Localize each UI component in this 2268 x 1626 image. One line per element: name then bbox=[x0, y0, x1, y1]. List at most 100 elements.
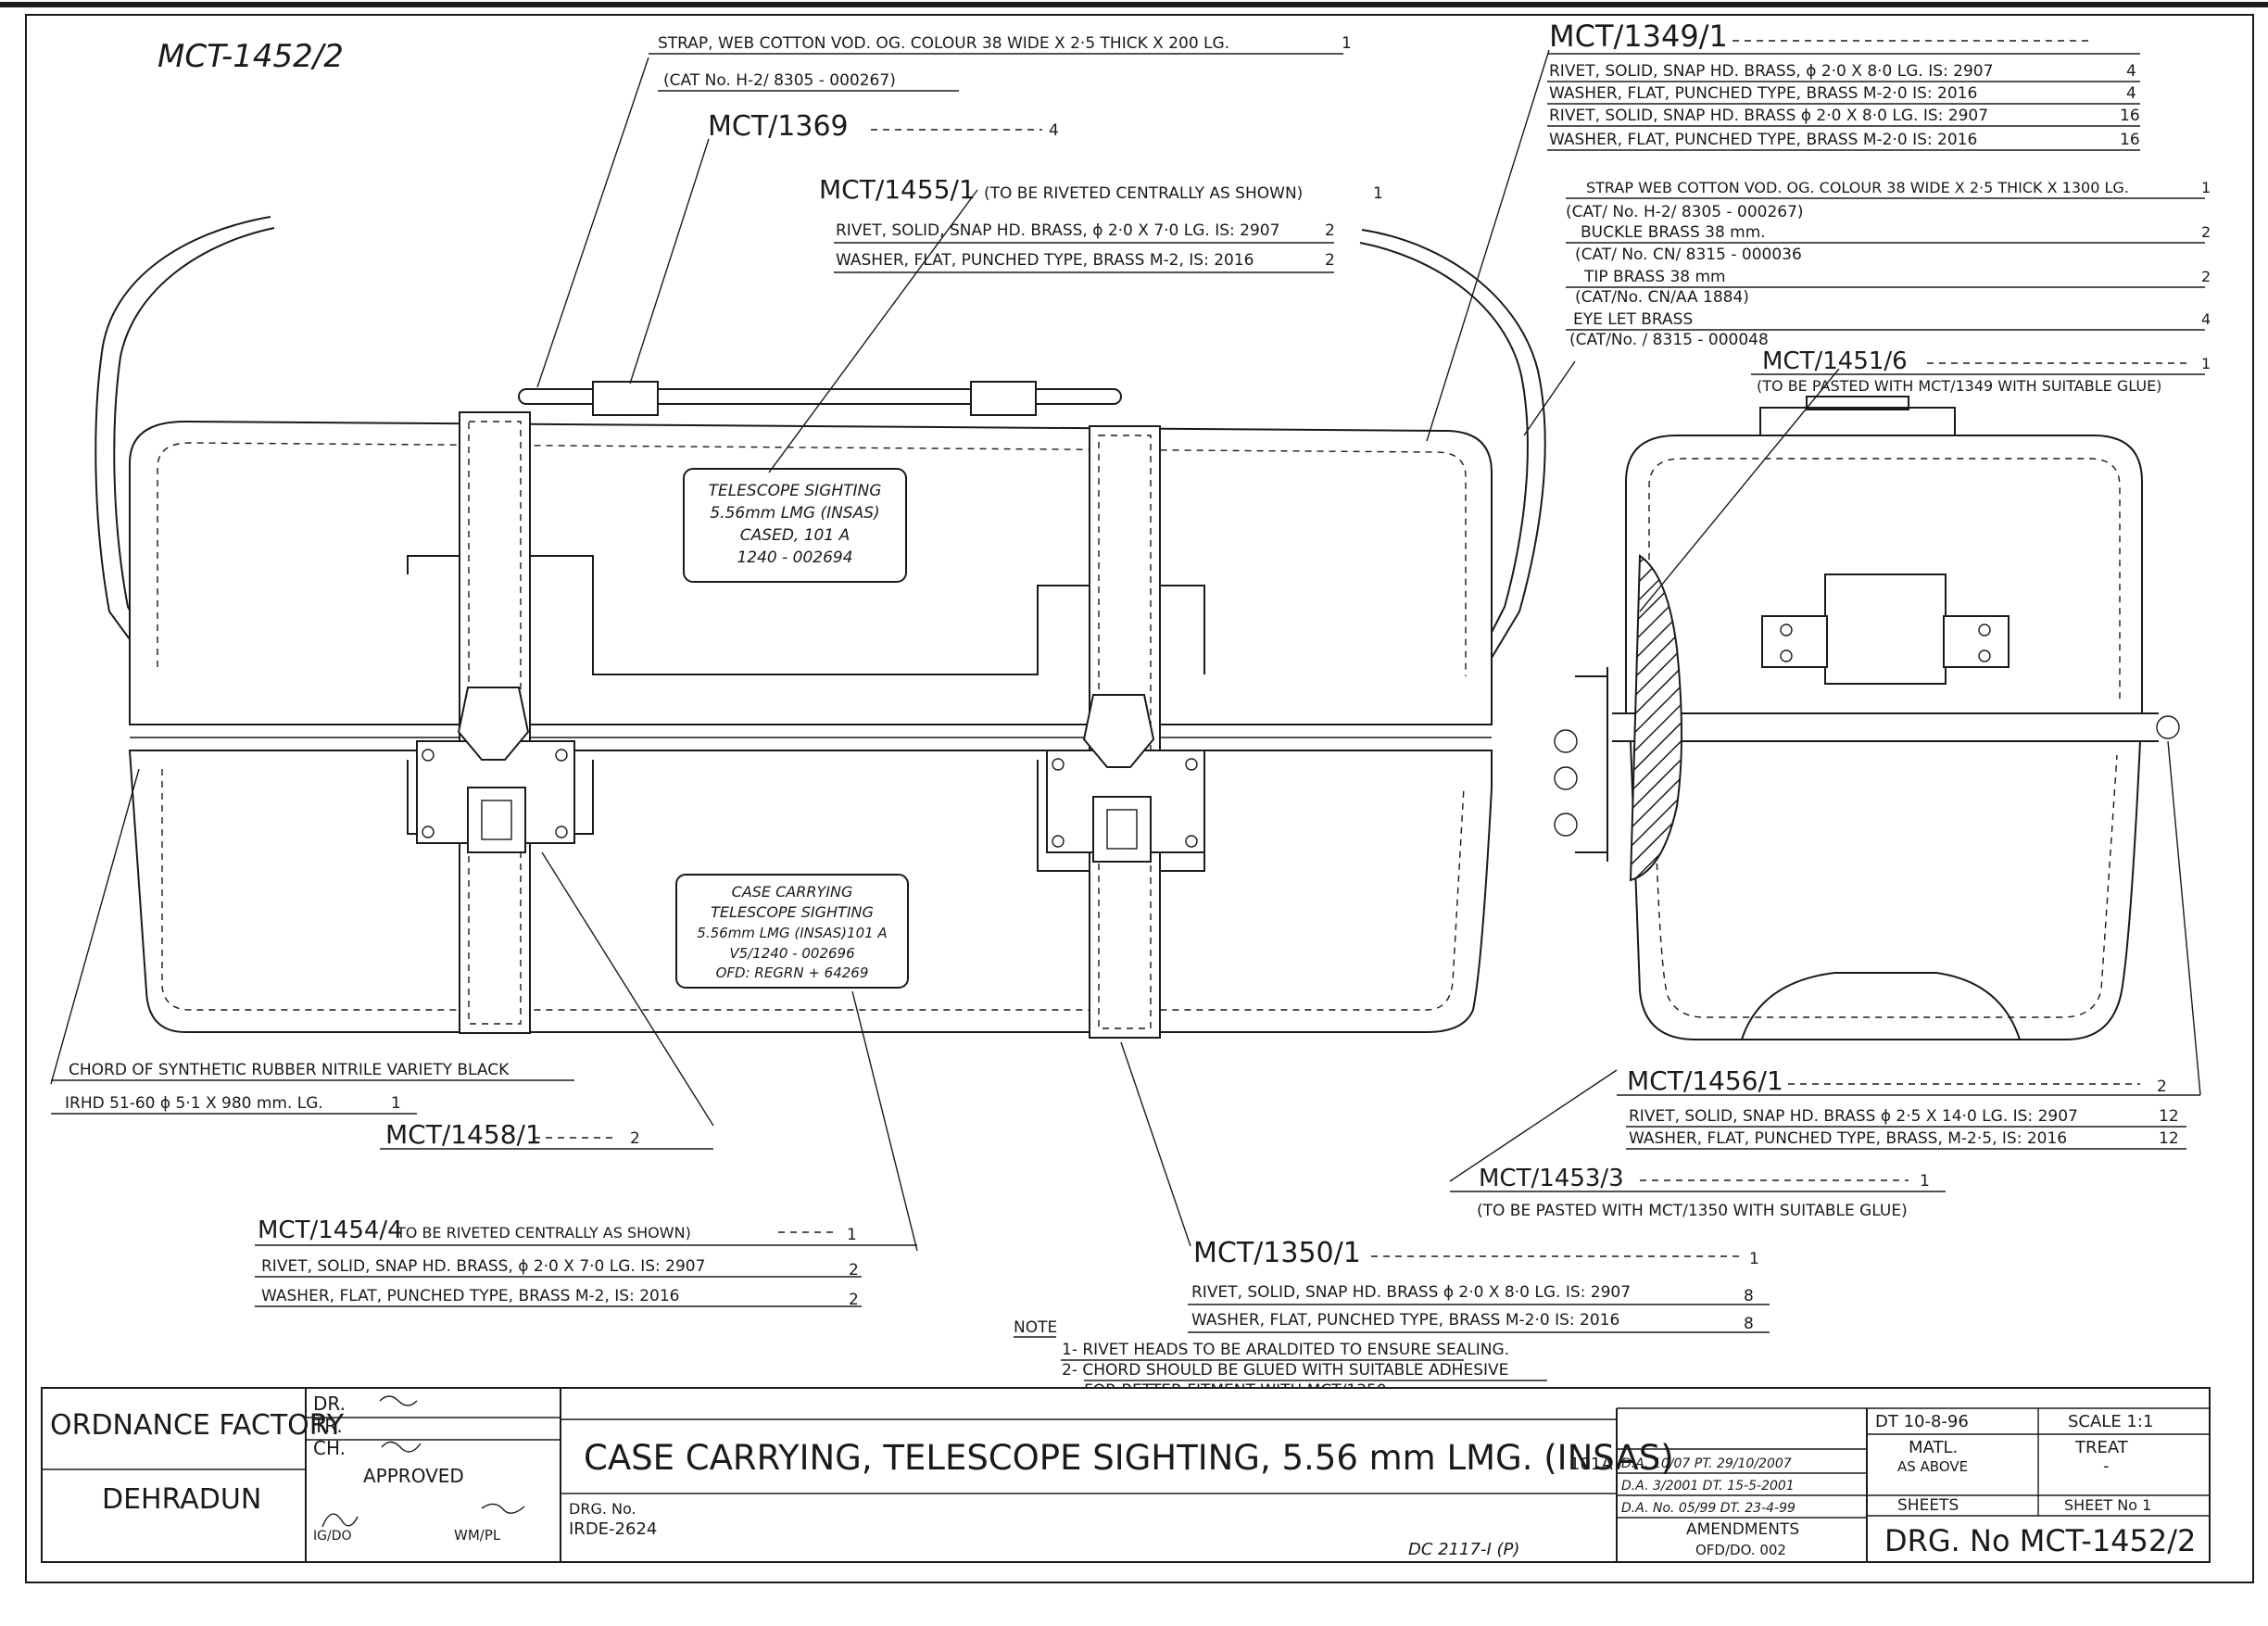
corner-drawing-number: MCT-1452/2 bbox=[158, 38, 344, 75]
svg-text:2: 2 bbox=[1325, 251, 1335, 270]
svg-text:(TO BE RIVETED CENTRALLY AS SH: (TO BE RIVETED CENTRALLY AS SHOWN) bbox=[984, 184, 1303, 203]
svg-text:8: 8 bbox=[1744, 1315, 1754, 1333]
svg-text:APPROVED: APPROVED bbox=[363, 1465, 464, 1487]
svg-text:BUCKLE BRASS 38 mm.: BUCKLE BRASS 38 mm. bbox=[1581, 223, 1766, 242]
body-nameplate: CASE CARRYING TELESCOPE SIGHTING 5.56mm … bbox=[675, 874, 909, 989]
svg-text:2: 2 bbox=[2201, 223, 2211, 241]
svg-text:4: 4 bbox=[2126, 62, 2136, 81]
svg-text:CASED, 101 A: CASED, 101 A bbox=[740, 526, 850, 545]
svg-text:CHORD OF SYNTHETIC RUBBER NITR: CHORD OF SYNTHETIC RUBBER NITRILE VARIET… bbox=[69, 1061, 510, 1079]
svg-text:D.A. 10/07 PT. 29/10/2007: D.A. 10/07 PT. 29/10/2007 bbox=[1621, 1456, 1792, 1471]
sheet-border bbox=[0, 2, 2268, 1583]
svg-text:SHEET No 1: SHEET No 1 bbox=[2064, 1496, 2151, 1514]
callout-mct1458: MCT/1458/1 2 bbox=[380, 1119, 713, 1150]
svg-text:CASE CARRYING: CASE CARRYING bbox=[732, 883, 853, 901]
svg-text:CH.: CH. bbox=[313, 1437, 346, 1459]
svg-text:MCT/1458/1: MCT/1458/1 bbox=[385, 1119, 542, 1150]
svg-text:12: 12 bbox=[2159, 1107, 2179, 1126]
svg-text:(CAT/ No. H-2/ 8305 - 000267): (CAT/ No. H-2/ 8305 - 000267) bbox=[1566, 203, 1804, 221]
callout-mct1451: MCT/1451/6 1 (TO BE PASTED WITH MCT/1349… bbox=[1751, 347, 2211, 395]
svg-text:RIVET, SOLID, SNAP HD. BRASS ϕ: RIVET, SOLID, SNAP HD. BRASS ϕ 2·5 X 14·… bbox=[1629, 1107, 2078, 1126]
svg-text:D.A. 3/2001 DT. 15-5-2001: D.A. 3/2001 DT. 15-5-2001 bbox=[1621, 1479, 1795, 1494]
svg-text:TR.: TR. bbox=[312, 1415, 343, 1437]
svg-text:RIVET, SOLID, SNAP HD. BRASS,: RIVET, SOLID, SNAP HD. BRASS, ϕ 2·0 X 7·… bbox=[836, 221, 1279, 240]
svg-text:STRAP WEB COTTON VOD. OG. COLO: STRAP WEB COTTON VOD. OG. COLOUR 38 WIDE… bbox=[1586, 179, 2129, 196]
svg-text:MATL.: MATL. bbox=[1909, 1438, 1958, 1457]
callout-chord: CHORD OF SYNTHETIC RUBBER NITRILE VARIET… bbox=[51, 1061, 574, 1115]
callout-mct1454: MCT/1454/4 TO BE RIVETED CENTRALLY AS SH… bbox=[255, 1216, 917, 1309]
drawing-title: CASE CARRYING, TELESCOPE SIGHTING, 5.56 … bbox=[584, 1438, 1674, 1478]
factory-name: ORDNANCE FACTORY bbox=[50, 1409, 345, 1442]
svg-text:WASHER, FLAT, PUNCHED TYPE, BR: WASHER, FLAT, PUNCHED TYPE, BRASS M-2·0 … bbox=[1549, 131, 1977, 149]
svg-text:4: 4 bbox=[2201, 310, 2211, 328]
svg-text:8: 8 bbox=[1744, 1287, 1754, 1305]
svg-text:TREAT: TREAT bbox=[2074, 1438, 2129, 1457]
svg-text:MCT/1454/4: MCT/1454/4 bbox=[258, 1216, 403, 1244]
title-block: ORDNANCE FACTORY DEHRADUN DR. TR. CH. AP… bbox=[41, 1387, 2211, 1563]
latch-left bbox=[416, 687, 575, 853]
svg-text:2: 2 bbox=[849, 1291, 859, 1309]
svg-text:WASHER, FLAT, PUNCHED TYPE, BR: WASHER, FLAT, PUNCHED TYPE, BRASS M-2, I… bbox=[836, 251, 1254, 270]
svg-text:TO BE RIVETED CENTRALLY AS SHO: TO BE RIVETED CENTRALLY AS SHOWN) bbox=[396, 1224, 691, 1242]
svg-text:1: 1 bbox=[2201, 355, 2211, 372]
svg-text:(CAT No. H-2/ 8305 - 000267): (CAT No. H-2/ 8305 - 000267) bbox=[663, 71, 896, 90]
svg-text:(CAT/ No. CN/ 8315 - 000036: (CAT/ No. CN/ 8315 - 000036 bbox=[1575, 246, 1802, 264]
svg-text:SHEETS: SHEETS bbox=[1897, 1496, 1959, 1515]
svg-text:MCT/1451/6: MCT/1451/6 bbox=[1762, 347, 1908, 375]
svg-text:RIVET, SOLID, SNAP HD. BRASS,: RIVET, SOLID, SNAP HD. BRASS, ϕ 2·0 X 7·… bbox=[261, 1257, 705, 1276]
svg-text:(CAT/No. / 8315 - 000048: (CAT/No. / 8315 - 000048 bbox=[1569, 331, 1769, 349]
svg-text:TIP BRASS 38 mm: TIP BRASS 38 mm bbox=[1583, 268, 1726, 286]
svg-text:MCT/1455/1: MCT/1455/1 bbox=[819, 174, 976, 205]
svg-text:DRG. No.: DRG. No. bbox=[569, 1500, 636, 1518]
svg-text:1: 1 bbox=[1920, 1172, 1930, 1191]
factory-location: DEHRADUN bbox=[102, 1483, 261, 1516]
callout-mct1350: MCT/1350/1 1 RIVET, SOLID, SNAP HD. BRAS… bbox=[1188, 1237, 1770, 1333]
svg-text:2: 2 bbox=[2157, 1078, 2167, 1096]
svg-text:1- RIVET HEADS TO BE ARALDITED: 1- RIVET HEADS TO BE ARALDITED TO ENSURE… bbox=[1062, 1341, 1509, 1359]
svg-text:5.56mm LMG (INSAS)101 A: 5.56mm LMG (INSAS)101 A bbox=[697, 925, 887, 941]
svg-text:TELESCOPE SIGHTING: TELESCOPE SIGHTING bbox=[709, 482, 882, 500]
svg-text:(TO BE PASTED WITH MCT/1350 WI: (TO BE PASTED WITH MCT/1350 WITH SUITABL… bbox=[1477, 1202, 1908, 1220]
svg-text:1: 1 bbox=[391, 1094, 401, 1113]
shoulder-strap-left bbox=[94, 216, 271, 640]
callout-strap-top: STRAP, WEB COTTON VOD. OG. COLOUR 38 WID… bbox=[649, 34, 1352, 92]
svg-text:RIVET, SOLID, SNAP HD. BRASS ϕ: RIVET, SOLID, SNAP HD. BRASS ϕ 2·0 X 8·0… bbox=[1191, 1283, 1631, 1302]
svg-text:DR.: DR. bbox=[313, 1393, 346, 1415]
svg-text:12: 12 bbox=[2159, 1129, 2179, 1148]
section-hatch bbox=[1629, 554, 1682, 882]
svg-text:IG/DO: IG/DO bbox=[313, 1529, 352, 1544]
svg-text:EYE LET BRASS: EYE LET BRASS bbox=[1573, 310, 1693, 329]
svg-text:WASHER, FLAT, PUNCHED TYPE, BR: WASHER, FLAT, PUNCHED TYPE, BRASS, M-2·5… bbox=[1629, 1129, 2067, 1148]
svg-text:TELESCOPE SIGHTING: TELESCOPE SIGHTING bbox=[711, 903, 874, 921]
svg-text:2: 2 bbox=[1325, 221, 1335, 240]
svg-text:OFD: REGRN + 64269: OFD: REGRN + 64269 bbox=[716, 964, 869, 981]
svg-text:101A: 101A bbox=[1569, 1455, 1613, 1474]
callout-mct1456: MCT/1456/1 2 RIVET, SOLID, SNAP HD. BRAS… bbox=[1626, 1065, 2186, 1150]
svg-text:2: 2 bbox=[849, 1261, 859, 1279]
svg-text:IRHD 51-60 ϕ 5·1 X 980 mm. LG.: IRHD 51-60 ϕ 5·1 X 980 mm. LG. bbox=[65, 1094, 323, 1113]
svg-text:OFD/DO. 002: OFD/DO. 002 bbox=[1695, 1542, 1786, 1558]
svg-text:IRDE-2624: IRDE-2624 bbox=[569, 1519, 657, 1539]
svg-text:WASHER, FLAT, PUNCHED TYPE, BR: WASHER, FLAT, PUNCHED TYPE, BRASS M-2·0 … bbox=[1549, 84, 1977, 103]
svg-text:1: 1 bbox=[1342, 34, 1352, 53]
callout-mct1349: MCT/1349/1 RIVET, SOLID, SNAP HD. BRASS,… bbox=[1547, 19, 2140, 151]
shoulder-strap-right bbox=[1361, 229, 1546, 659]
svg-text:1: 1 bbox=[1749, 1250, 1759, 1268]
svg-text:16: 16 bbox=[2120, 107, 2140, 125]
svg-text:5.56mm LMG (INSAS): 5.56mm LMG (INSAS) bbox=[710, 504, 879, 523]
svg-text:16: 16 bbox=[2120, 131, 2140, 149]
callout-strap-side: STRAP WEB COTTON VOD. OG. COLOUR 38 WIDE… bbox=[1566, 179, 2211, 349]
side-view bbox=[1554, 396, 2180, 1040]
svg-text:1240 - 002694: 1240 - 002694 bbox=[737, 548, 852, 567]
svg-text:RIVET, SOLID, SNAP HD. BRASS,: RIVET, SOLID, SNAP HD. BRASS, ϕ 2·0 X 8·… bbox=[1549, 62, 1993, 81]
svg-text:4: 4 bbox=[2126, 84, 2136, 103]
svg-text:RIVET, SOLID, SNAP HD. BRASS ϕ: RIVET, SOLID, SNAP HD. BRASS ϕ 2·0 X 8·0… bbox=[1549, 107, 1988, 125]
svg-text:(TO BE PASTED WITH MCT/1349 WI: (TO BE PASTED WITH MCT/1349 WITH SUITABL… bbox=[1757, 377, 2161, 395]
svg-text:WASHER, FLAT, PUNCHED TYPE, BR: WASHER, FLAT, PUNCHED TYPE, BRASS M-2, I… bbox=[261, 1287, 679, 1305]
svg-text:MCT/1453/3: MCT/1453/3 bbox=[1479, 1165, 1624, 1192]
svg-text:V5/1240 - 002696: V5/1240 - 002696 bbox=[729, 945, 854, 962]
leader-lines bbox=[50, 49, 2201, 1252]
svg-text:4: 4 bbox=[1049, 121, 1059, 140]
front-view: TELESCOPE SIGHTING 5.56mm LMG (INSAS) CA… bbox=[94, 216, 1546, 1039]
